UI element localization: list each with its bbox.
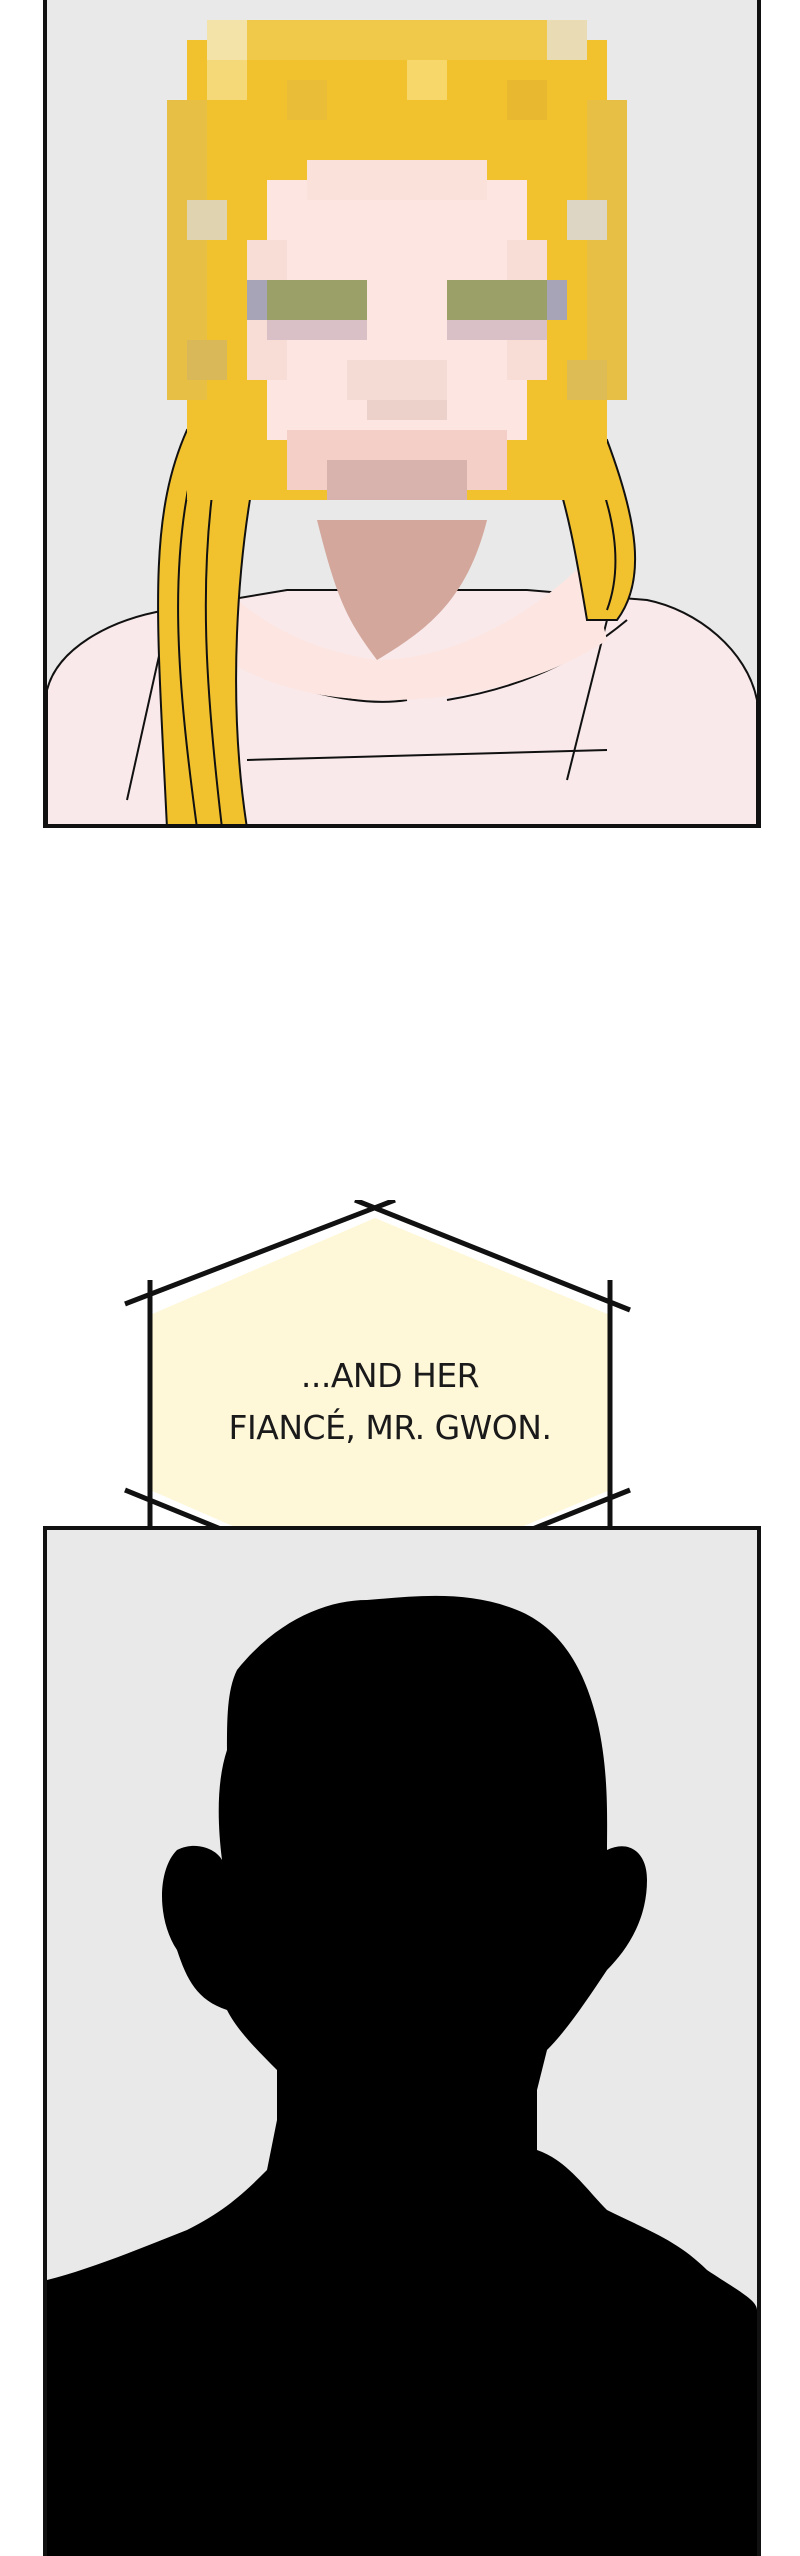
pixelated-face [167,20,627,500]
caption-box [120,1200,660,1610]
caption-line-2: FIANCÉ, MR. GWON. [228,1408,552,1447]
man-silhouette [47,1530,757,2556]
portrait-panel-silhouette [43,1526,761,2556]
caption-text: ...AND HER FIANCÉ, MR. GWON. [150,1350,630,1454]
caption-hexagon [124,1200,631,1603]
portrait-panel-woman [43,0,761,828]
caption-line-1: ...AND HER [300,1356,480,1395]
woman-illustration [47,0,757,824]
